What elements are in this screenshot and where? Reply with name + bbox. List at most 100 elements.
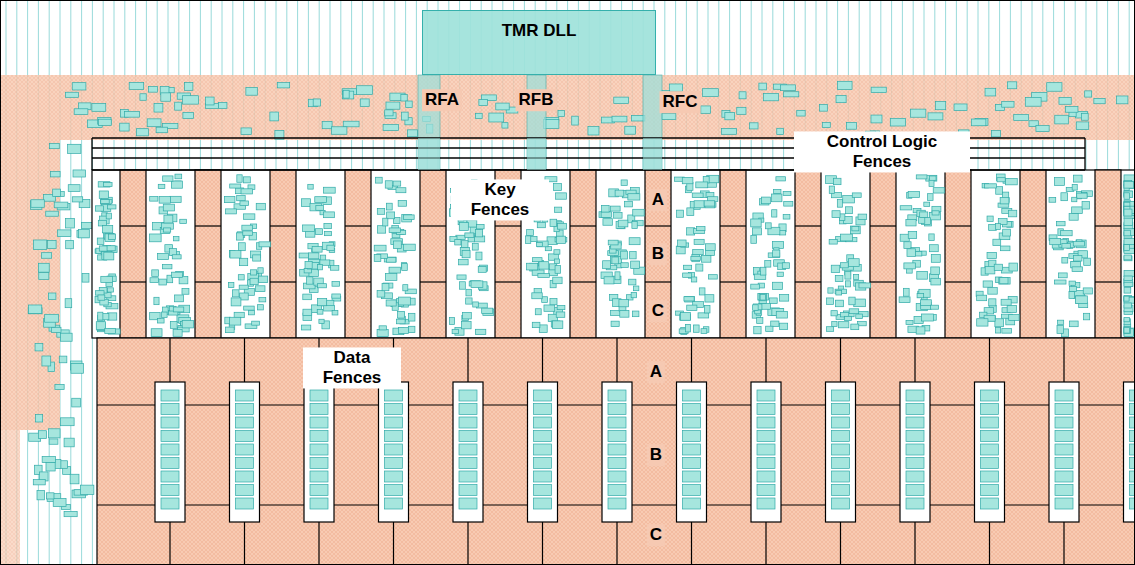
logic-cell xyxy=(705,295,714,302)
logic-cell xyxy=(185,83,193,91)
logic-cell xyxy=(246,88,257,96)
logic-cell xyxy=(981,444,999,455)
logic-cell xyxy=(849,297,855,305)
logic-cell xyxy=(104,252,114,260)
logic-cell xyxy=(35,415,42,422)
logic-cell xyxy=(765,223,771,229)
logic-cell xyxy=(161,417,179,428)
placement-region xyxy=(0,430,20,565)
logic-cell xyxy=(393,181,401,186)
logic-cell xyxy=(71,364,83,374)
logic-cell xyxy=(588,127,599,135)
logic-cell xyxy=(408,326,415,332)
logic-cell xyxy=(150,196,158,201)
logic-cell xyxy=(236,458,254,469)
logic-cell xyxy=(1072,184,1077,190)
logic-cell xyxy=(46,493,54,499)
logic-cell xyxy=(852,193,861,197)
logic-cell xyxy=(237,196,245,201)
logic-cell xyxy=(161,498,179,509)
logic-cell xyxy=(773,282,783,289)
logic-cell xyxy=(253,255,261,261)
logic-cell xyxy=(930,245,939,252)
logic-cell xyxy=(1069,214,1078,221)
logic-cell xyxy=(100,200,112,204)
logic-cell xyxy=(917,294,924,298)
logic-cell xyxy=(158,319,165,323)
logic-cell xyxy=(399,328,409,334)
data-fences xyxy=(97,338,1135,565)
logic-cell xyxy=(258,268,263,273)
logic-cell xyxy=(1124,282,1133,286)
logic-cell xyxy=(65,92,78,97)
logic-cell xyxy=(781,85,796,91)
logic-cell xyxy=(608,458,626,469)
logic-cell xyxy=(858,214,867,219)
logic-cell xyxy=(608,444,626,455)
logic-cell xyxy=(1001,299,1011,305)
logic-cell xyxy=(981,485,999,496)
logic-cell xyxy=(687,208,694,216)
logic-cell xyxy=(832,485,850,496)
logic-cell xyxy=(999,278,1010,284)
control-fence-line xyxy=(91,138,92,170)
logic-cell xyxy=(60,418,74,426)
logic-cell xyxy=(845,272,851,279)
logic-cell xyxy=(981,498,999,509)
logic-cell xyxy=(856,314,863,319)
logic-cell xyxy=(408,313,415,321)
logic-cell xyxy=(904,242,911,249)
logic-cell xyxy=(236,471,254,482)
logic-cell xyxy=(455,239,461,245)
logic-cell xyxy=(1124,245,1130,251)
logic-cell xyxy=(694,239,704,244)
logic-cell xyxy=(696,182,708,188)
logic-cell xyxy=(377,329,388,336)
logic-cell xyxy=(1073,256,1082,261)
clock-block: TMR DLL xyxy=(422,10,656,75)
logic-cell xyxy=(985,88,996,96)
logic-cell xyxy=(850,226,860,234)
logic-cell xyxy=(987,216,993,221)
logic-cell xyxy=(244,214,255,219)
logic-cell xyxy=(612,257,618,264)
logic-cell xyxy=(702,255,711,262)
logic-cell xyxy=(242,225,253,230)
data-slot xyxy=(826,382,856,522)
logic-cell xyxy=(151,329,162,337)
logic-cell xyxy=(1124,328,1129,333)
logic-cell xyxy=(994,264,1002,270)
logic-cell xyxy=(615,272,620,280)
logic-cell xyxy=(556,236,565,243)
logic-cell xyxy=(772,210,777,217)
logic-cell xyxy=(608,471,626,482)
logic-cell xyxy=(613,213,622,219)
register-file-column xyxy=(418,138,440,170)
logic-cell xyxy=(1025,97,1041,106)
logic-cell xyxy=(399,297,411,305)
logic-cell xyxy=(704,201,715,206)
logic-cell xyxy=(841,263,849,268)
logic-cell xyxy=(608,390,626,401)
logic-cell xyxy=(904,263,915,269)
logic-cell xyxy=(1047,83,1062,92)
logic-cell xyxy=(777,128,784,134)
fence-divider xyxy=(914,522,915,565)
logic-cell xyxy=(406,101,412,108)
logic-cell xyxy=(205,97,214,105)
logic-cell xyxy=(928,113,943,120)
logic-cell xyxy=(757,417,775,428)
logic-cell xyxy=(1124,218,1133,225)
logic-cell xyxy=(783,214,790,219)
logic-cell xyxy=(49,143,59,148)
logic-cell xyxy=(697,227,705,231)
logic-cell xyxy=(383,218,388,226)
logic-cell xyxy=(54,202,68,208)
fence-divider xyxy=(795,225,821,226)
logic-cell xyxy=(977,319,988,326)
logic-cell xyxy=(124,111,139,117)
logic-cell xyxy=(224,197,235,203)
logic-cell xyxy=(553,277,562,284)
logic-cell xyxy=(313,99,320,106)
logic-cell xyxy=(777,272,783,276)
